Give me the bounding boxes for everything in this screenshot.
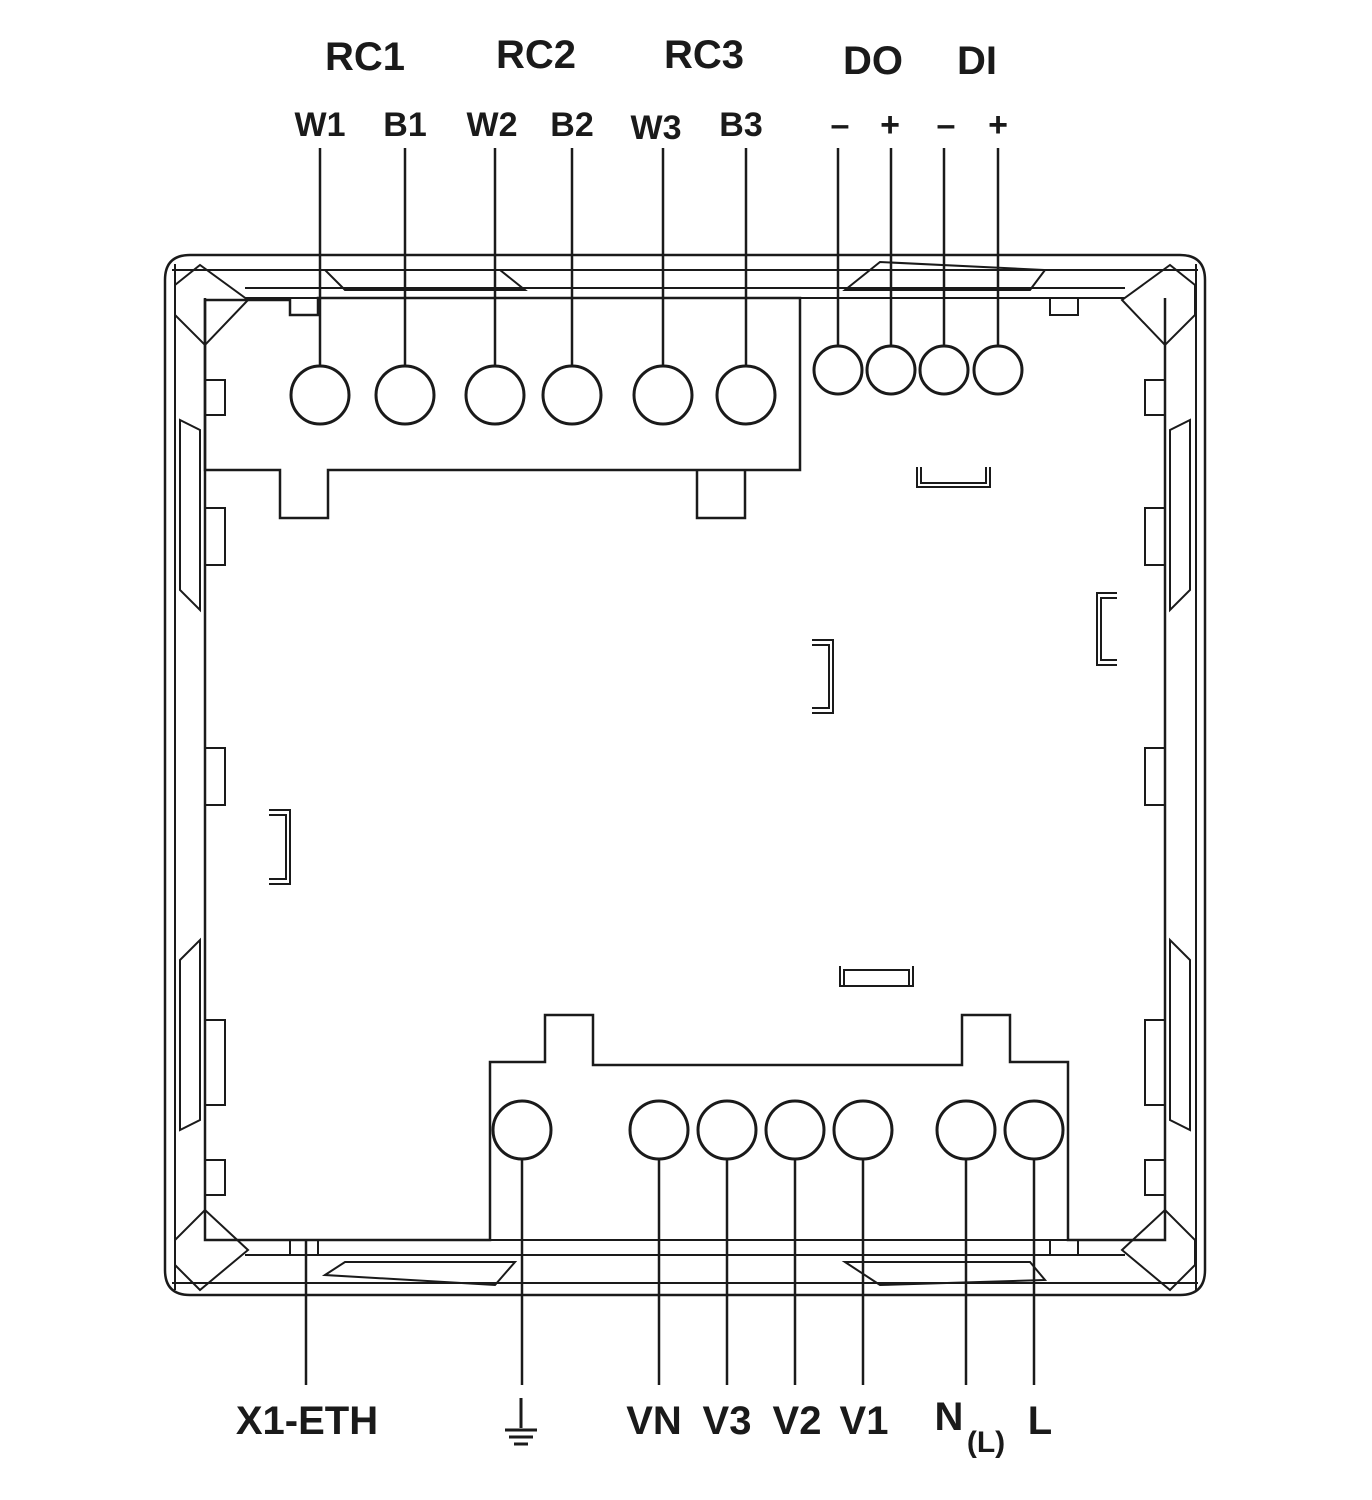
terminal-b2 [541, 364, 603, 426]
terminal-label-w3: W3 [631, 109, 682, 147]
group-label-rc3: RC3 [664, 33, 744, 77]
terminal-v2 [764, 1099, 826, 1161]
group-label-di: DI [957, 39, 997, 83]
terminal-label-b2: B2 [550, 106, 593, 144]
terminal-l [1003, 1099, 1065, 1161]
group-label-rc2: RC2 [496, 33, 576, 77]
terminal-label-do-minus: – [831, 106, 850, 144]
terminal-label-do-plus: + [880, 106, 900, 144]
terminal-label-v2: V2 [773, 1399, 822, 1443]
top-terminals [289, 148, 1024, 426]
terminal-v1 [832, 1099, 894, 1161]
terminal-w3 [632, 364, 694, 426]
terminal-ground [491, 1099, 553, 1161]
group-label-do: DO [843, 39, 903, 83]
terminal-label-b3: B3 [719, 106, 762, 144]
terminal-label-di-minus: – [937, 106, 956, 144]
terminal-label-vn: VN [626, 1399, 682, 1443]
terminal-label-w1: W1 [295, 106, 346, 144]
device-housing [163, 253, 1207, 1297]
terminal-label-b1: B1 [383, 106, 426, 144]
terminal-label-w2: W2 [467, 106, 518, 144]
terminal-w1 [289, 364, 351, 426]
terminal-label-l: L [1028, 1399, 1052, 1443]
terminal-do-minus [812, 344, 864, 396]
terminal-label-v3: V3 [703, 1399, 752, 1443]
terminal-label-v1: V1 [840, 1399, 889, 1443]
terminal-n [935, 1099, 997, 1161]
terminal-b1 [374, 364, 436, 426]
terminal-di-plus [972, 344, 1024, 396]
group-label-rc1: RC1 [325, 35, 405, 79]
terminal-label-di-plus: + [988, 106, 1008, 144]
terminal-label-n-subscript: (L) [967, 1426, 1005, 1459]
ground-icon [505, 1398, 537, 1446]
bottom-terminals [304, 1099, 1065, 1385]
terminal-vn [628, 1099, 690, 1161]
terminal-di-minus [918, 344, 970, 396]
terminal-b3 [715, 364, 777, 426]
terminal-v3 [696, 1099, 758, 1161]
terminal-label-x1-eth: X1-ETH [236, 1399, 378, 1443]
terminal-label-n: N [935, 1395, 964, 1439]
terminal-do-plus [865, 344, 917, 396]
terminal-w2 [464, 364, 526, 426]
